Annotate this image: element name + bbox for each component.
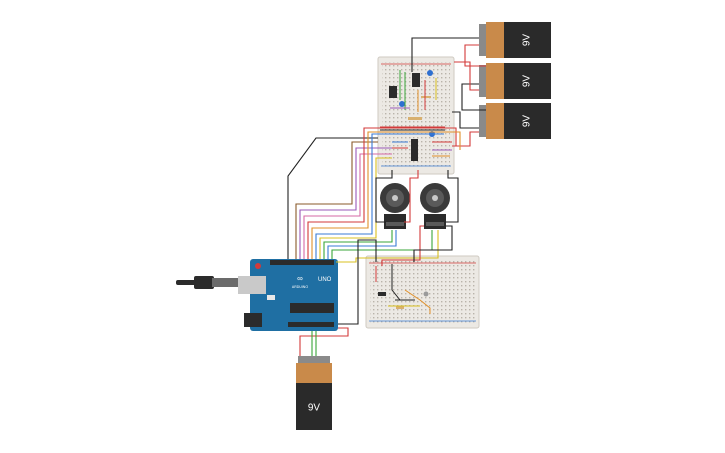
battery-top-1[interactable]: 9V — [479, 22, 551, 58]
usb-port[interactable] — [238, 276, 266, 294]
analog-header[interactable] — [288, 322, 334, 327]
wires-bottom-breadboard — [375, 264, 431, 314]
capacitor-2[interactable] — [399, 101, 405, 107]
potentiometer-left[interactable] — [380, 183, 410, 229]
ic-chip-top[interactable] — [412, 73, 420, 87]
transistor[interactable] — [378, 292, 386, 296]
battery-top-2[interactable]: 9V — [479, 63, 551, 99]
resistor-top-2[interactable] — [421, 96, 431, 98]
resistor-top[interactable] — [408, 117, 422, 120]
wires-batteries — [411, 37, 486, 147]
usb-cable[interactable] — [176, 276, 238, 289]
ic-chip-center[interactable] — [411, 139, 418, 161]
ic-chip-left[interactable] — [389, 86, 397, 98]
wires-potentiometers — [375, 170, 459, 266]
battery-top-3[interactable]: 9V — [479, 103, 551, 139]
arduino-model: UNO — [318, 277, 332, 283]
atmega-chip — [290, 303, 334, 313]
battery-top-1-label: 9V — [522, 34, 533, 47]
battery-top-3-label: 9V — [522, 115, 533, 128]
wires-top-breadboard — [380, 70, 452, 157]
capacitor-1[interactable] — [427, 70, 433, 76]
battery-bottom-label: 9V — [308, 403, 321, 414]
power-jack[interactable] — [244, 313, 262, 327]
arduino-uno-board[interactable]: ∞ UNO ARDUINO — [238, 259, 338, 331]
reset-button[interactable] — [255, 263, 261, 269]
resistor-bottom[interactable] — [396, 306, 404, 309]
wires-arduino-harness — [287, 127, 461, 356]
led[interactable] — [423, 291, 429, 297]
battery-top-2-label: 9V — [522, 75, 533, 88]
potentiometer-right[interactable] — [420, 183, 450, 229]
battery-bottom[interactable]: 9V — [296, 356, 332, 430]
crystal — [267, 295, 275, 300]
arduino-logo: ∞ — [297, 274, 303, 283]
breadboard-bottom[interactable] — [365, 255, 480, 329]
digital-header[interactable] — [270, 260, 334, 265]
arduino-brand: ARDUINO — [292, 285, 308, 289]
